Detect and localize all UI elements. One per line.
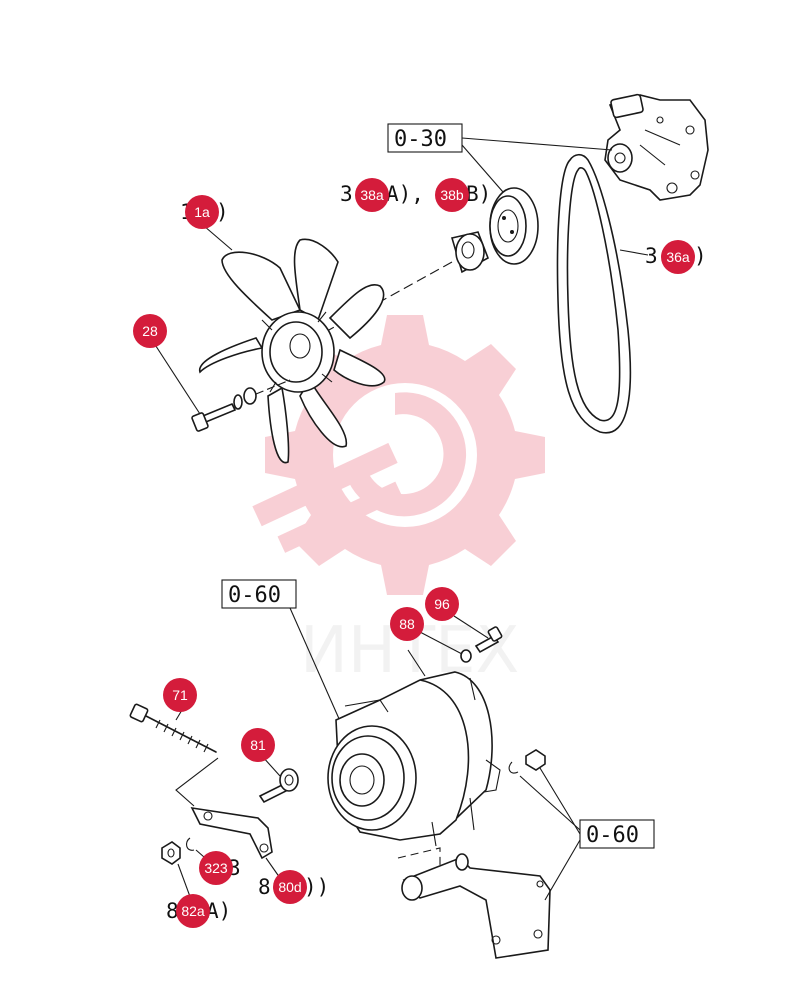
cooling-fan (199, 238, 386, 464)
svg-text:A): A) (206, 899, 231, 923)
callout-80d[interactable]: 80d (273, 870, 307, 904)
svg-text:0-30: 0-30 (394, 127, 447, 152)
alternator-mount-bracket (397, 847, 551, 959)
fan-spacer (450, 231, 489, 274)
svg-text:81: 81 (250, 737, 266, 753)
watermark-logo: ИНТЕХ (252, 315, 545, 688)
nut-82a (161, 841, 181, 865)
callout-88[interactable]: 88 (390, 607, 424, 641)
svg-text:0-60: 0-60 (586, 823, 639, 848)
svg-text:28: 28 (142, 323, 158, 339)
callout-38b[interactable]: 38b (435, 178, 469, 212)
leader-0-60-clip (519, 775, 581, 831)
bolt-81 (258, 768, 299, 804)
svg-text:8: 8 (166, 899, 179, 923)
svg-text:82a: 82a (181, 903, 205, 919)
svg-text:38b: 38b (440, 187, 464, 203)
leader-96 (453, 615, 489, 639)
leader-80d (265, 857, 281, 879)
bracket-nut (508, 749, 546, 774)
svg-text:80d: 80d (278, 879, 301, 895)
svg-text:323: 323 (204, 860, 228, 876)
callout-323[interactable]: 323 (199, 851, 233, 885)
callout-1a[interactable]: 1a (185, 195, 219, 229)
callout-81[interactable]: 81 (241, 728, 275, 762)
adjusting-plate (190, 806, 273, 860)
svg-text:): ) (216, 200, 229, 224)
svg-text:)): )) (304, 875, 329, 899)
leader-1a (203, 225, 233, 251)
svg-text:8: 8 (258, 875, 271, 899)
ref-box-0-60-top[interactable]: 0-60 (221, 579, 297, 609)
svg-text:3: 3 (340, 182, 353, 206)
adjusting-bolt-long (129, 703, 219, 807)
callout-28[interactable]: 28 (133, 314, 167, 348)
leader-0-60-nut (539, 767, 581, 835)
leader-0-30-pump (461, 137, 613, 151)
leader-28 (151, 339, 201, 415)
fan-bolt (191, 379, 291, 432)
alternator (327, 649, 501, 847)
leader-0-30-pulley (461, 144, 511, 201)
svg-text:1a: 1a (194, 204, 210, 220)
leader-0-60-bracket (544, 839, 581, 901)
ref-box-0-60-right[interactable]: 0-60 (579, 819, 655, 849)
fan-pulley (489, 187, 539, 265)
svg-text:3: 3 (645, 244, 658, 268)
svg-text:): ) (694, 244, 707, 268)
svg-text:38a: 38a (360, 187, 384, 203)
leader-belt (619, 249, 649, 256)
alternator-top-bolt (460, 626, 503, 663)
callout-71[interactable]: 71 (163, 678, 197, 712)
svg-text:88: 88 (399, 616, 415, 632)
svg-text:0-60: 0-60 (228, 583, 281, 608)
water-pump (604, 93, 709, 201)
svg-text:36a: 36a (666, 249, 690, 265)
svg-text:96: 96 (434, 596, 450, 612)
callout-96[interactable]: 96 (425, 587, 459, 621)
callout-82a[interactable]: 82a (176, 894, 210, 928)
callout-36a[interactable]: 36a (661, 240, 695, 274)
leader-0-60-alternator (289, 607, 345, 731)
lock-washer-323 (185, 837, 195, 851)
svg-text:71: 71 (172, 687, 188, 703)
leader-88 (419, 631, 463, 655)
callout-38a[interactable]: 38a (355, 178, 389, 212)
ref-box-0-30[interactable]: 0-30 (387, 123, 463, 153)
v-belt (556, 153, 632, 434)
svg-text:B): B) (466, 182, 491, 206)
